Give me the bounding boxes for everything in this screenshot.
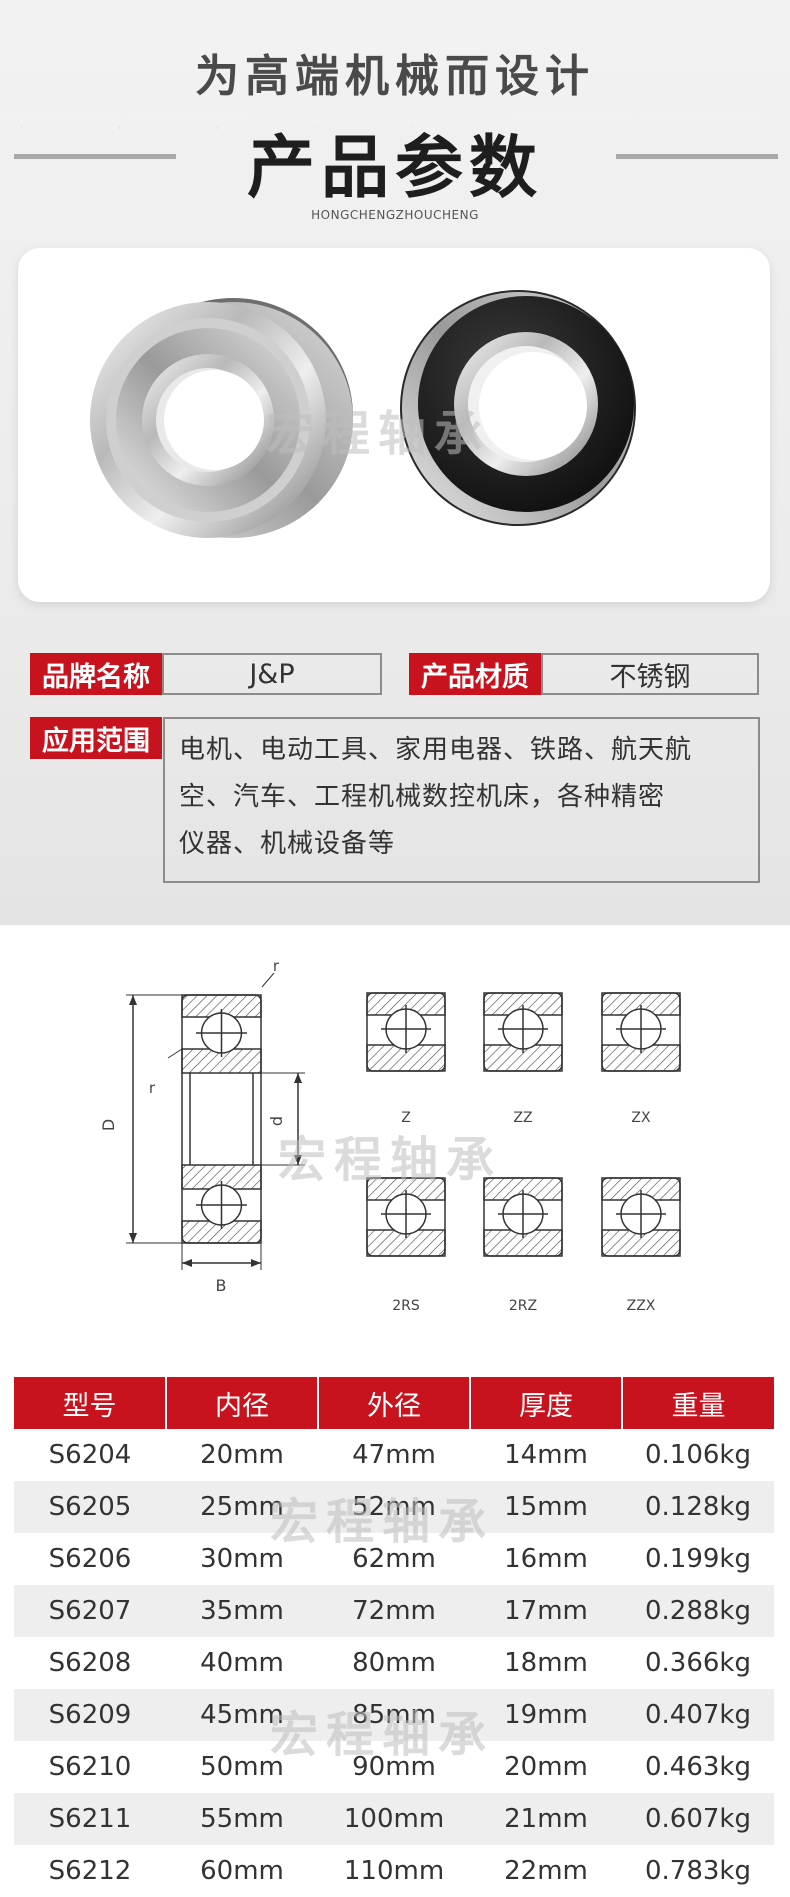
variant-label: ZZX bbox=[627, 1298, 656, 1314]
table-row: S6210 50mm 90mm 20mm 0.463kg bbox=[14, 1741, 774, 1793]
table-cell: S6211 bbox=[14, 1793, 166, 1845]
table-cell: S6212 bbox=[48, 1856, 132, 1886]
bearing-photo-illustration bbox=[90, 290, 636, 538]
bearing-cross-section: D d B r r Z ZZ ZX 2RS 2RZ ZZX bbox=[99, 957, 681, 1314]
table-cell: 14mm bbox=[504, 1440, 588, 1470]
table-cell: 50mm bbox=[200, 1752, 284, 1782]
material-label: 产品材质 bbox=[409, 653, 541, 695]
table-cell: 72mm bbox=[318, 1585, 470, 1637]
dim-label-D: D bbox=[99, 1119, 118, 1131]
table-cell: S6205 bbox=[14, 1481, 166, 1533]
table-cell: 47mm bbox=[352, 1440, 436, 1470]
table-cell: 0.783kg bbox=[645, 1856, 751, 1886]
table-cell: 100mm bbox=[318, 1793, 470, 1845]
watermark-text: 宏程轴承 bbox=[278, 1132, 503, 1188]
table-cell: 0.407kg bbox=[622, 1689, 774, 1741]
application-line: 空、汽车、工程机械数控机床，各种精密 bbox=[179, 782, 666, 812]
dim-label-r-left: r bbox=[149, 1079, 156, 1097]
table-row: S6206 30mm 62mm 16mm 0.199kg bbox=[14, 1533, 774, 1585]
application-line: 仪器、机械设备等 bbox=[179, 829, 396, 859]
table-cell: 22mm bbox=[504, 1856, 588, 1886]
table-cell: 18mm bbox=[504, 1648, 588, 1678]
application-box: 电机、电动工具、家用电器、铁路、航天航 空、汽车、工程机械数控机床，各种精密 仪… bbox=[163, 717, 760, 883]
table-cell: 0.199kg bbox=[645, 1544, 751, 1574]
table-cell: S6207 bbox=[14, 1585, 166, 1637]
table-cell: 21mm bbox=[470, 1793, 622, 1845]
table-cell: 110mm bbox=[343, 1856, 445, 1886]
dim-label-B: B bbox=[216, 1276, 227, 1295]
watermark-text: 宏程轴承 bbox=[266, 406, 491, 462]
brand-label: 品牌名称 bbox=[30, 653, 162, 695]
table-cell: 20mm bbox=[504, 1752, 588, 1782]
table-cell: 52mm bbox=[318, 1481, 470, 1533]
table-cell: 0.106kg bbox=[645, 1440, 751, 1470]
table-cell: 30mm bbox=[200, 1544, 284, 1574]
product-photo: 宏程轴承 bbox=[18, 248, 770, 602]
table-cell: 25mm bbox=[166, 1481, 318, 1533]
table-cell: 19mm bbox=[470, 1689, 622, 1741]
table-cell: 0.366kg bbox=[645, 1648, 751, 1678]
table-cell: S6208 bbox=[48, 1648, 132, 1678]
watermark-text: 宏程轴承 bbox=[270, 1494, 495, 1550]
table-cell: 60mm bbox=[200, 1856, 284, 1886]
variant-label: 2RS bbox=[392, 1298, 420, 1314]
right-divider bbox=[616, 154, 778, 159]
table-cell: 45mm bbox=[166, 1689, 318, 1741]
table-cell: 0.463kg bbox=[645, 1752, 751, 1782]
table-cell: S6209 bbox=[14, 1689, 166, 1741]
technical-diagram: D d B r r Z ZZ ZX 2RS 2RZ ZZX 宏程轴承 bbox=[0, 925, 790, 1345]
dim-label-d: d bbox=[267, 1116, 286, 1126]
table-cell: S6210 bbox=[48, 1752, 132, 1782]
application-label: 应用范围 bbox=[30, 717, 162, 759]
application-line: 电机、电动工具、家用电器、铁路、航天航 bbox=[179, 735, 693, 765]
watermark-text: 宏程轴承 bbox=[270, 1707, 495, 1763]
page-title: 产品参数 bbox=[246, 129, 543, 208]
table-cell: 20mm bbox=[200, 1440, 284, 1470]
variant-label: ZZ bbox=[513, 1110, 532, 1126]
table-row: S6208 40mm 80mm 18mm 0.366kg bbox=[14, 1637, 774, 1689]
table-cell: 17mm bbox=[470, 1585, 622, 1637]
variant-label: ZX bbox=[631, 1110, 651, 1126]
table-cell: 0.607kg bbox=[622, 1793, 774, 1845]
table-cell: 90mm bbox=[352, 1752, 436, 1782]
variant-label: Z bbox=[401, 1110, 411, 1126]
brand-value: J&P bbox=[162, 653, 382, 695]
table-cell: 15mm bbox=[470, 1481, 622, 1533]
variant-label: 2RZ bbox=[509, 1298, 537, 1314]
table-cell: 85mm bbox=[318, 1689, 470, 1741]
table-cell: 35mm bbox=[166, 1585, 318, 1637]
table-cell: 0.128kg bbox=[622, 1481, 774, 1533]
page-subtitle: 为高端机械而设计 bbox=[195, 51, 595, 102]
table-cell: 0.288kg bbox=[622, 1585, 774, 1637]
table-row: S6204 20mm 47mm 14mm 0.106kg bbox=[14, 1429, 774, 1481]
table-cell: S6204 bbox=[48, 1440, 132, 1470]
table-row: S6212 60mm 110mm 22mm 0.783kg bbox=[14, 1845, 774, 1897]
table-cell: S6206 bbox=[48, 1544, 132, 1574]
table-header: 型号 bbox=[14, 1377, 166, 1429]
table-cell: 80mm bbox=[352, 1648, 436, 1678]
table-header: 重量 bbox=[621, 1377, 774, 1429]
table-header: 厚度 bbox=[469, 1377, 622, 1429]
table-cell: 16mm bbox=[504, 1544, 588, 1574]
table-cell: 62mm bbox=[352, 1544, 436, 1574]
table-header-row: 型号 内径 外径 厚度 重量 bbox=[14, 1377, 774, 1429]
table-header: 外径 bbox=[317, 1377, 470, 1429]
table-header: 内径 bbox=[165, 1377, 318, 1429]
table-cell: 40mm bbox=[200, 1648, 284, 1678]
table-cell: 55mm bbox=[166, 1793, 318, 1845]
left-divider bbox=[14, 154, 176, 159]
dot-decoration: ····· bbox=[20, 124, 510, 134]
material-value: 不锈钢 bbox=[541, 653, 759, 695]
dim-label-r-top: r bbox=[273, 957, 280, 975]
brand-pinyin: HONGCHENGZHOUCHENG bbox=[311, 208, 479, 222]
